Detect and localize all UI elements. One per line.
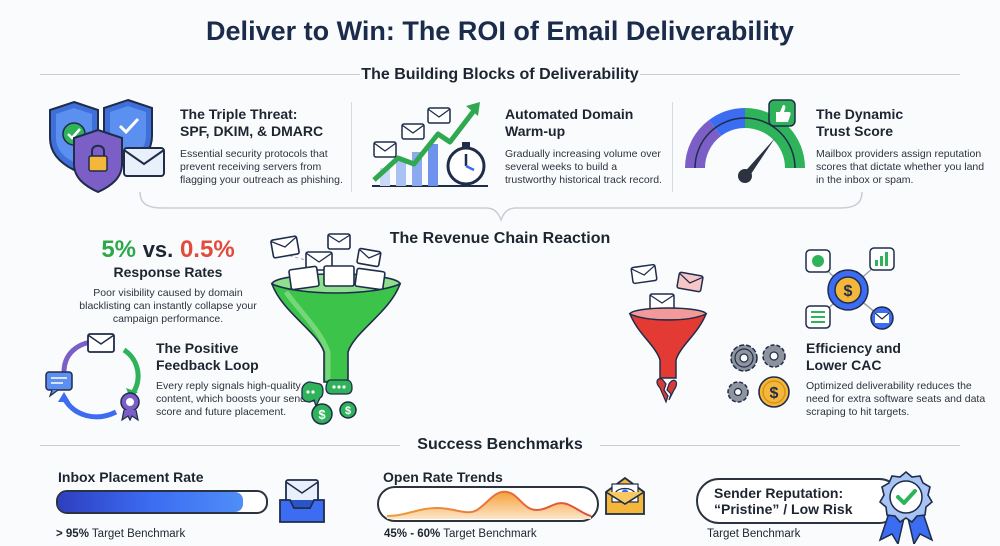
open-envelope-eye-icon: [602, 474, 648, 518]
gears-coins-icon: $: [722, 340, 804, 410]
block-heading-line1: Automated Domain: [505, 106, 634, 122]
response-rate-vs: vs.: [142, 237, 174, 262]
block-heading-line2: SPF, DKIM, & DMARC: [180, 123, 324, 139]
cac-description: Optimized deliverability reduces the nee…: [806, 380, 986, 418]
benchmark-label: Open Rate Trends: [383, 469, 503, 485]
feedback-loop-icon: [44, 332, 150, 422]
sender-reputation-badge: [696, 478, 902, 524]
response-rate-good: 5%: [101, 236, 137, 263]
open-rate-trend-chart: [377, 486, 599, 522]
svg-text:$: $: [318, 407, 326, 422]
loop-description: Every reply signals high-quality content…: [156, 380, 316, 418]
block-description: Mailbox providers assign reputation scor…: [816, 148, 985, 186]
page-title: Deliver to Win: The ROI of Email Deliver…: [206, 16, 794, 46]
benchmark-caption: Target Benchmark: [88, 528, 186, 540]
divider: [40, 74, 360, 75]
block-description: Gradually increasing volume over several…: [505, 148, 662, 186]
benchmark-value: > 95%: [56, 528, 89, 540]
svg-text:$: $: [345, 405, 351, 417]
divider: [40, 445, 400, 446]
response-rate-bad: 0.5%: [179, 236, 235, 263]
inbox-placement-bar: [56, 490, 268, 514]
cac-heading-line2: Lower CAC: [806, 357, 882, 373]
cac-heading-line1: Efficiency and: [806, 340, 901, 356]
section-title-benchmarks: Success Benchmarks: [417, 436, 583, 453]
response-rate-description: Poor visibility caused by domain blackli…: [79, 287, 257, 325]
efficiency-network-icon: $: [800, 244, 898, 336]
block-description: Essential security protocols that preven…: [180, 148, 343, 186]
warmup-growth-chart-icon: [368, 98, 496, 192]
benchmark-value: 45% - 60%: [384, 528, 441, 540]
block-heading-line1: The Triple Threat:: [180, 106, 298, 122]
bracket-connector: [138, 190, 864, 222]
svg-text:$: $: [844, 283, 853, 300]
divider: [672, 102, 673, 192]
trust-gauge-icon: [685, 98, 807, 188]
award-checkmark-icon: [868, 470, 944, 544]
benchmark-caption: Target Benchmark: [440, 528, 537, 540]
divider: [600, 445, 960, 446]
reputation-label-line2: “Pristine” / Low Risk: [714, 501, 853, 517]
section-title-building-blocks: The Building Blocks of Deliverability: [361, 66, 639, 83]
section-title-revenue-chain: The Revenue Chain Reaction: [389, 230, 611, 247]
loop-heading-line1: The Positive: [156, 340, 239, 356]
divider: [351, 102, 352, 192]
green-funnel-icon: $ $: [262, 232, 402, 432]
red-funnel-icon: [622, 262, 714, 412]
divider: [640, 74, 960, 75]
block-heading-line1: The Dynamic: [816, 106, 904, 122]
block-heading-line2: Warm-up: [505, 123, 566, 139]
reputation-label-line1: Sender Reputation:: [714, 485, 844, 501]
security-shields-icon: [46, 98, 172, 194]
svg-text:$: $: [770, 385, 779, 402]
block-heading-line2: Trust Score: [816, 123, 894, 139]
inbox-placement-fill: [58, 492, 244, 512]
loop-heading-line2: Feedback Loop: [156, 357, 259, 373]
benchmark-label: Inbox Placement Rate: [58, 469, 204, 485]
benchmark-caption: Target Benchmark: [707, 528, 801, 540]
response-rate-label: Response Rates: [113, 264, 223, 280]
inbox-tray-icon: [276, 478, 328, 526]
